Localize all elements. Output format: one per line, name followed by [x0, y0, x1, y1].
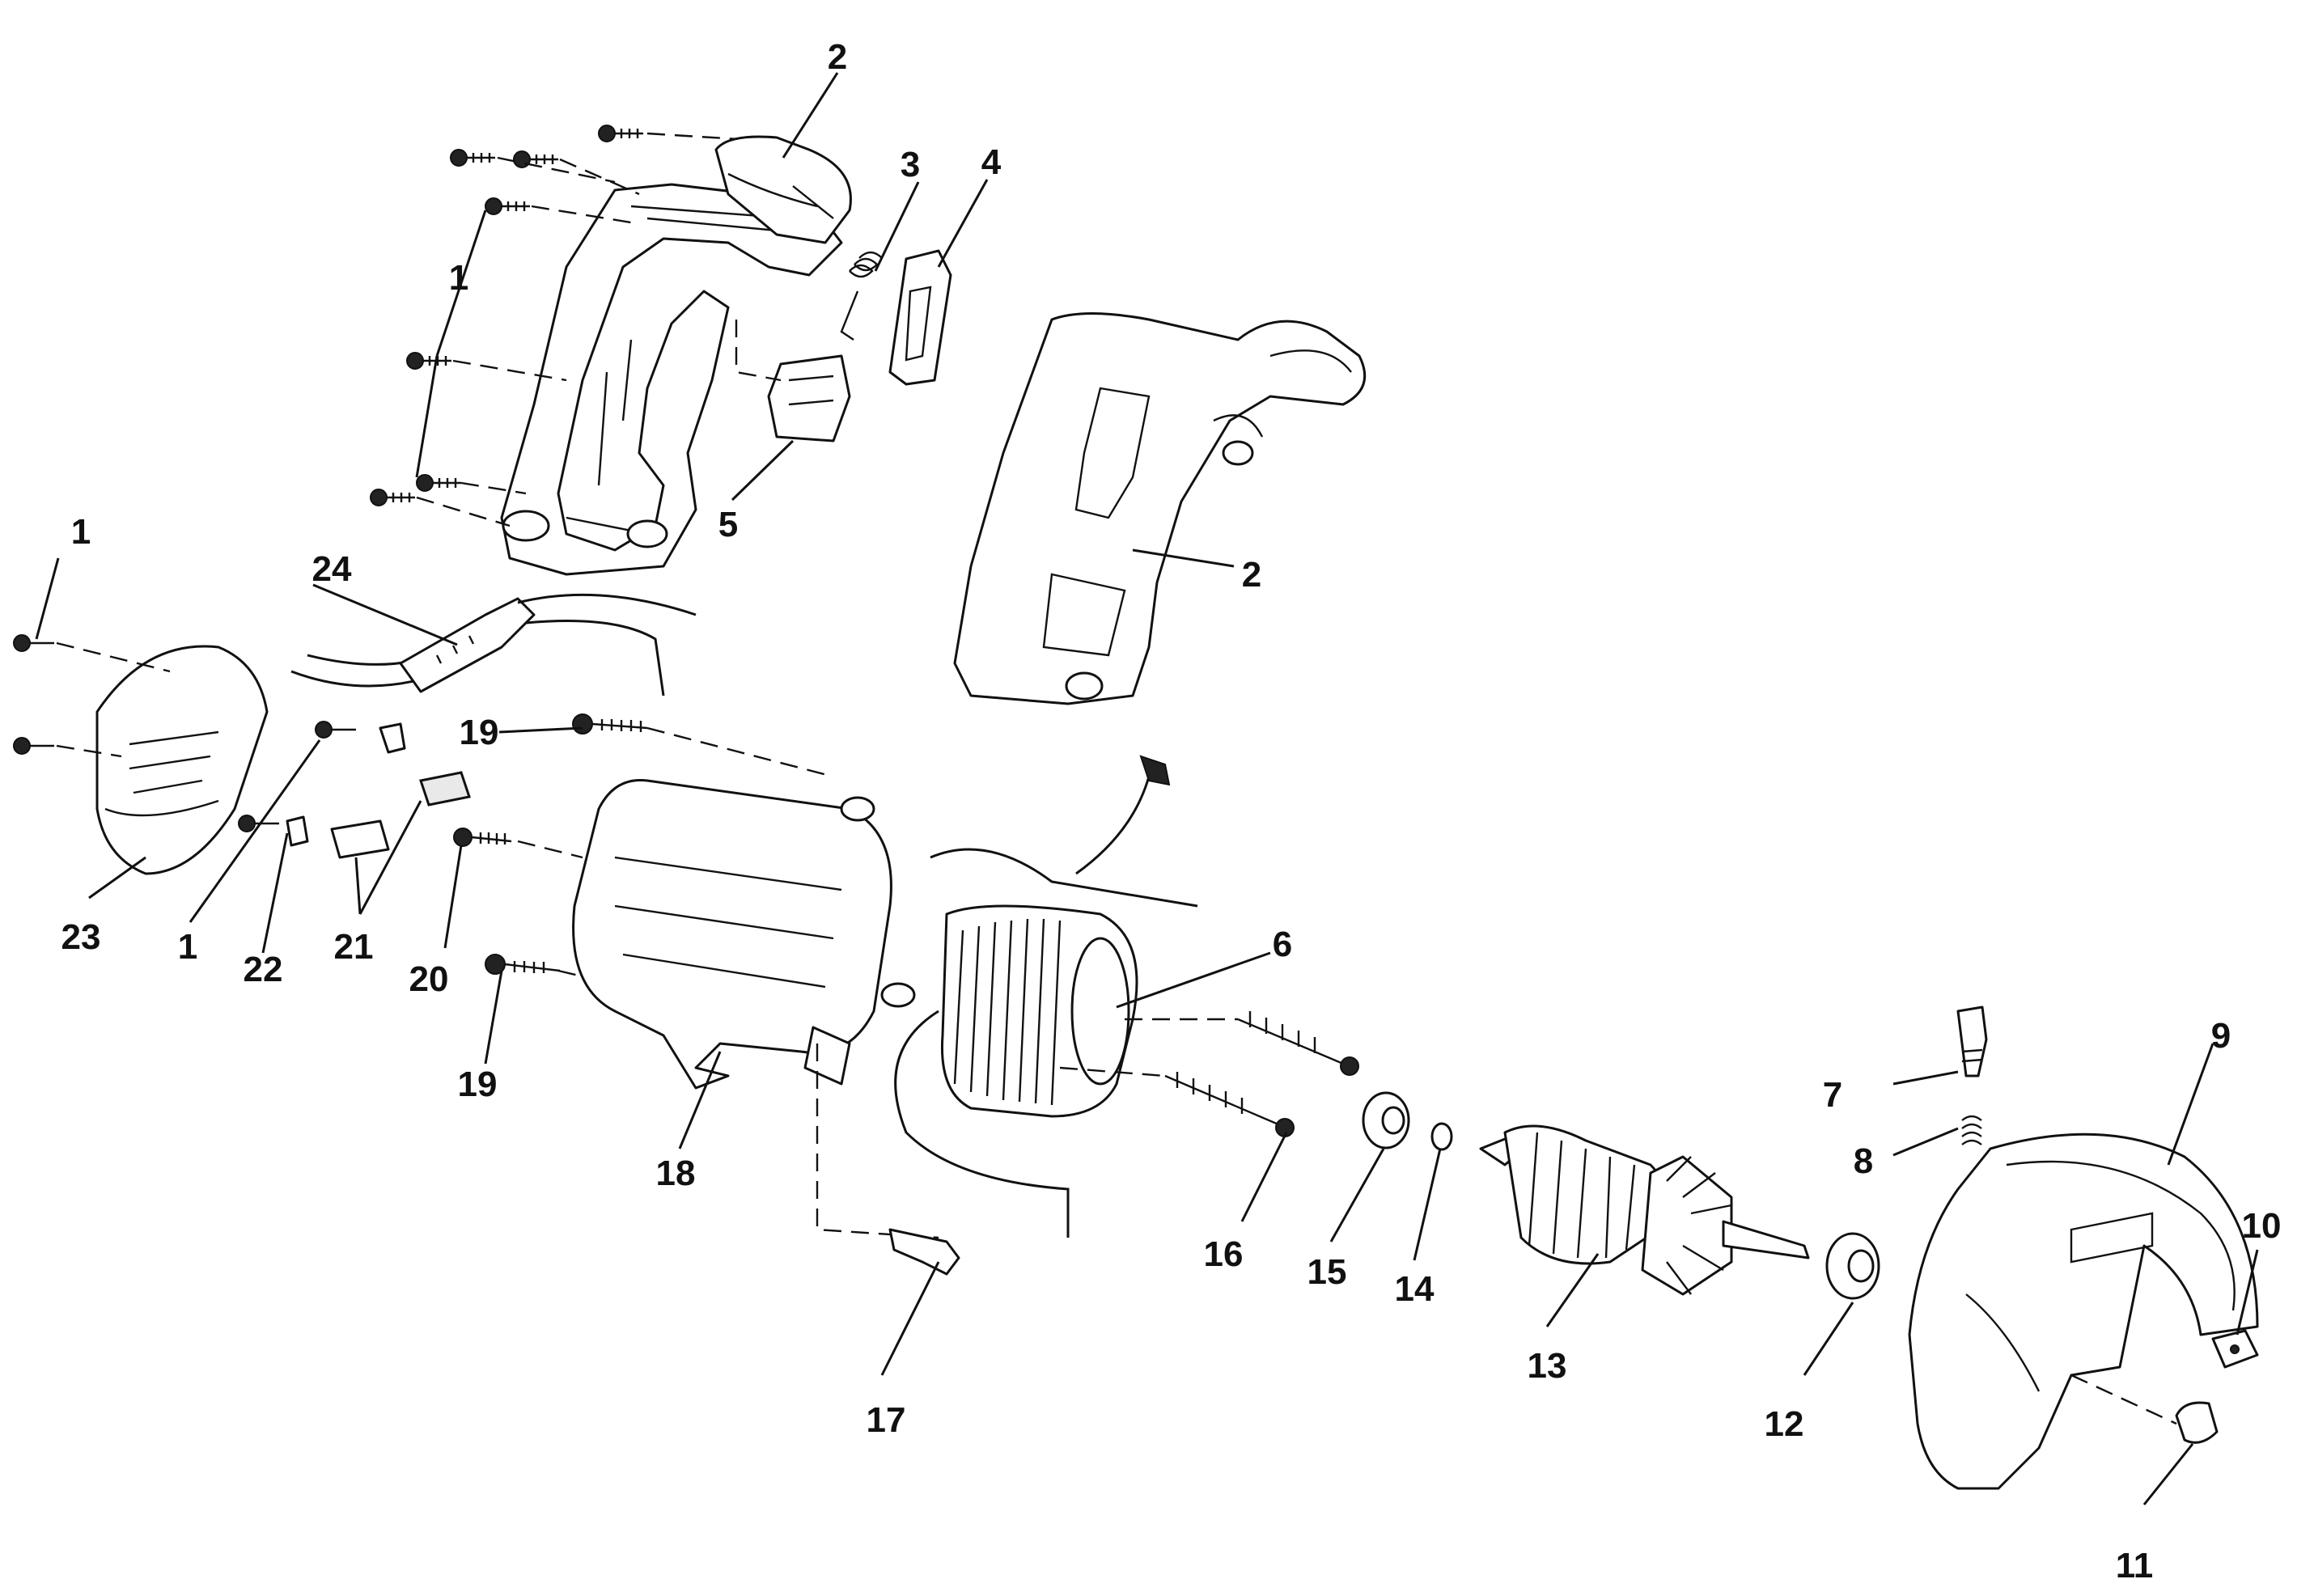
end-cap-screws	[13, 634, 171, 758]
motor-housing	[572, 778, 939, 1239]
callout-6: 6	[1273, 925, 1292, 964]
handle-top-grip	[714, 135, 852, 244]
handle-assembly	[953, 312, 1367, 705]
callout-3: 3	[901, 145, 920, 184]
motor-end-cap	[95, 645, 269, 875]
bearing-15	[1362, 1091, 1410, 1149]
callout-8: 8	[1854, 1141, 1873, 1181]
callout-12: 12	[1765, 1404, 1804, 1444]
callout-1-handle: 1	[449, 258, 468, 298]
callout-17: 17	[867, 1400, 906, 1440]
carbon-brushes	[330, 771, 471, 859]
handle-half-screws	[370, 125, 778, 527]
callout-5: 5	[718, 505, 738, 544]
callout-15: 15	[1307, 1252, 1347, 1292]
callout-4: 4	[981, 142, 1002, 182]
callout-16: 16	[1204, 1234, 1244, 1274]
knob-screw-7	[1956, 1005, 1988, 1077]
callout-22: 22	[244, 950, 283, 989]
blade-guard	[1908, 1132, 2259, 1490]
callout-leaders	[35, 72, 2259, 1505]
torsion-spring	[840, 251, 883, 341]
callout-11: 11	[2116, 1546, 2154, 1585]
end-plug-11	[2070, 1374, 2219, 1444]
callout-7: 7	[1823, 1075, 1842, 1115]
switch-block	[735, 320, 851, 442]
switch-trigger	[888, 249, 952, 386]
callout-9: 9	[2211, 1016, 2231, 1056]
callout-19-lower: 19	[458, 1065, 498, 1104]
callout-20: 20	[409, 959, 449, 999]
callout-18: 18	[656, 1154, 696, 1193]
field-screws-16	[1059, 1011, 1359, 1137]
callout-2-right: 2	[1242, 555, 1261, 595]
callout-1-lower: 1	[178, 927, 197, 967]
washer-14	[1430, 1122, 1453, 1151]
callout-24: 24	[312, 549, 352, 589]
guard-nut-10	[2211, 1329, 2259, 1369]
terminal-pin	[888, 1228, 960, 1276]
callout-14: 14	[1395, 1269, 1435, 1309]
handle-half-housing	[500, 183, 843, 576]
callout-10: 10	[2242, 1206, 2282, 1246]
power-cord	[290, 593, 697, 696]
callout-19-upper: 19	[460, 713, 499, 752]
callout-1-left: 1	[71, 512, 91, 552]
armature	[1479, 1124, 1810, 1296]
brush-holder-clip	[286, 722, 406, 847]
callout-23: 23	[61, 917, 101, 957]
callout-13: 13	[1528, 1346, 1567, 1386]
callout-2-top: 2	[828, 37, 847, 77]
bearing-12	[1825, 1232, 1880, 1300]
callout-21: 21	[334, 927, 374, 967]
spring-8	[1961, 1115, 1982, 1145]
screw-20	[453, 828, 512, 847]
field-stator	[894, 755, 1198, 1238]
callout-labels: 2 3 4 1 5 2 1 24 23 1 22 21 20 19 19 18 …	[61, 37, 2282, 1585]
